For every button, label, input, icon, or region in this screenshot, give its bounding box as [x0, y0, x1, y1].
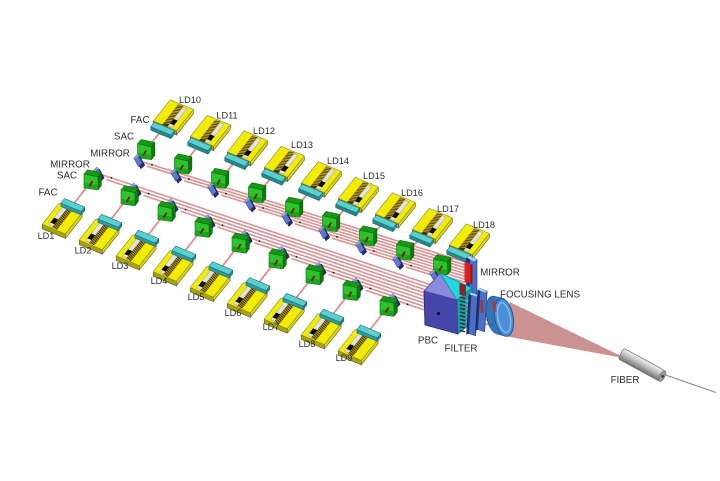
svg-text:LD2: LD2	[75, 246, 92, 256]
svg-text:PBC: PBC	[418, 335, 438, 346]
svg-text:LD13: LD13	[291, 140, 313, 150]
svg-text:LD5: LD5	[188, 292, 205, 302]
svg-text:LD9: LD9	[336, 353, 353, 363]
svg-text:LD14: LD14	[327, 156, 349, 166]
svg-text:LD15: LD15	[363, 171, 385, 181]
svg-text:LD7: LD7	[263, 322, 280, 332]
svg-text:LD8: LD8	[299, 339, 316, 349]
svg-text:FILTER: FILTER	[444, 343, 477, 354]
svg-text:LD17: LD17	[437, 204, 459, 214]
svg-text:LD10: LD10	[179, 95, 201, 105]
svg-text:LD4: LD4	[151, 276, 168, 286]
svg-text:LD11: LD11	[216, 111, 237, 121]
svg-text:FAC: FAC	[38, 187, 57, 198]
svg-text:FOCUSING LENS: FOCUSING LENS	[500, 289, 580, 300]
svg-text:FAC: FAC	[130, 115, 149, 126]
svg-text:LD1: LD1	[38, 231, 55, 241]
svg-text:MIRROR: MIRROR	[50, 159, 90, 170]
svg-text:LD16: LD16	[401, 188, 423, 198]
svg-text:FIBER: FIBER	[611, 375, 640, 386]
svg-text:LD18: LD18	[473, 220, 495, 230]
svg-text:SAC: SAC	[114, 131, 134, 142]
svg-text:LD3: LD3	[112, 261, 129, 271]
svg-text:MIRROR: MIRROR	[90, 148, 130, 159]
svg-text:MIRROR: MIRROR	[480, 267, 520, 278]
svg-text:LD12: LD12	[253, 126, 275, 136]
svg-text:SAC: SAC	[57, 170, 77, 181]
svg-text:LD6: LD6	[225, 308, 242, 318]
